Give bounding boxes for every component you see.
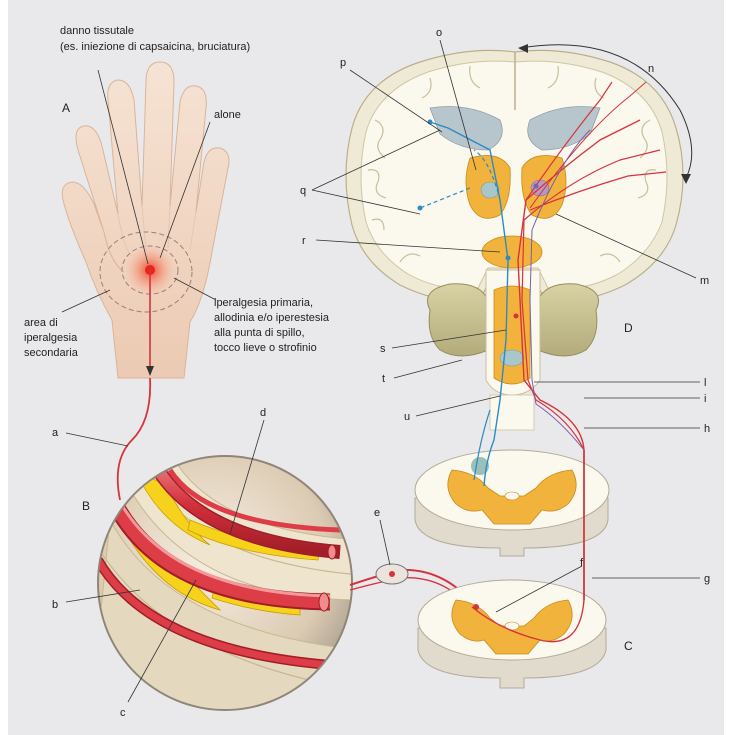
label-primary-2: allodinia e/o iperestesia: [214, 312, 330, 324]
part-label-b: b: [52, 599, 58, 611]
spinal-cord-lower: [418, 580, 606, 688]
part-label-s: s: [380, 343, 386, 355]
label-primary-3: alla punta di spillo,: [214, 327, 305, 339]
part-label-n: n: [648, 63, 654, 75]
panel-letter-c: C: [624, 639, 633, 653]
part-label-m: m: [700, 275, 709, 287]
label-primary-1: iperalgesia primaria,: [214, 297, 313, 309]
part-label-d: d: [260, 407, 266, 419]
panel-letter-d: D: [624, 321, 633, 335]
label-tissue-damage-1: danno tissutale: [60, 25, 134, 37]
label-halo: alone: [214, 109, 241, 121]
part-label-o: o: [436, 27, 442, 39]
part-label-g: g: [704, 573, 710, 585]
part-label-q: q: [300, 185, 306, 197]
part-label-r: r: [302, 235, 306, 247]
part-label-t: t: [382, 373, 385, 385]
part-label-u: u: [404, 411, 410, 423]
label-tissue-damage-2: (es. iniezione di capsaicina, bruciatura…: [60, 41, 250, 53]
label-secondary-3: secondaria: [24, 347, 79, 359]
part-label-e: e: [374, 507, 380, 519]
part-label-c: c: [120, 707, 126, 719]
hand-illustration: [62, 62, 229, 378]
part-label-h: h: [704, 423, 710, 435]
label-secondary-2: iperalgesia: [24, 332, 78, 344]
part-label-a: a: [52, 427, 59, 439]
magnified-nerve: [90, 452, 470, 720]
brain-section: [346, 50, 683, 430]
part-label-p: p: [340, 57, 346, 69]
spinal-cord-upper: [415, 450, 609, 556]
label-secondary-1: area di: [24, 317, 58, 329]
panel-letter-b: B: [82, 499, 90, 513]
label-primary-4: tocco lieve o strofinio: [214, 342, 317, 354]
part-label-i: i: [704, 393, 706, 405]
panel-letter-a: A: [62, 101, 70, 115]
part-label-l: l: [704, 377, 706, 389]
